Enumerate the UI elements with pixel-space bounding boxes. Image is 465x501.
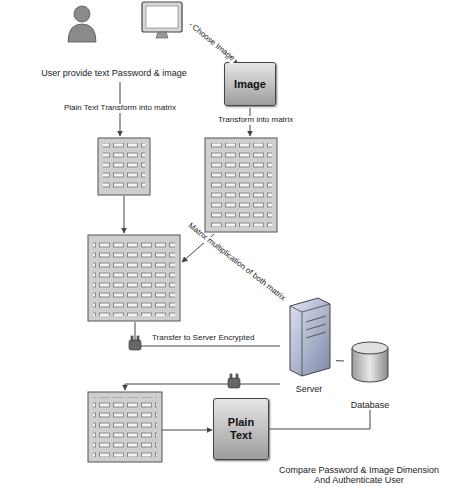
connector [336,360,344,361]
server-icon [290,298,330,376]
process-box: Plain Text [213,398,269,460]
edge-label: Compare Password & Image Dimension And A… [272,466,446,486]
step-label: Transfer to Server Encrypted [150,334,256,343]
matrix [88,138,277,462]
database-node: Database [344,340,396,410]
step-label: Transform into matrix [216,116,295,125]
node-text: Server [296,384,323,394]
process-box: Image [224,62,276,106]
user-icon [68,6,96,42]
connector [269,410,370,429]
plug-icon [129,336,240,388]
node-text: Plain Text [217,416,265,441]
node-text: Database [351,400,390,410]
step-label: Plain Text Transform into matrix [62,104,178,113]
monitor-icon [142,2,182,38]
database-icon [352,342,388,382]
user-actor: User provide text Password & image [38,0,190,80]
server-node: Server [282,296,336,394]
edge-label: Choose Image [189,22,238,64]
step-label: Matrix multiplication of both matrix [184,220,288,304]
node-text: Image [234,78,266,91]
node-text: User provide text Password & image [41,68,187,78]
